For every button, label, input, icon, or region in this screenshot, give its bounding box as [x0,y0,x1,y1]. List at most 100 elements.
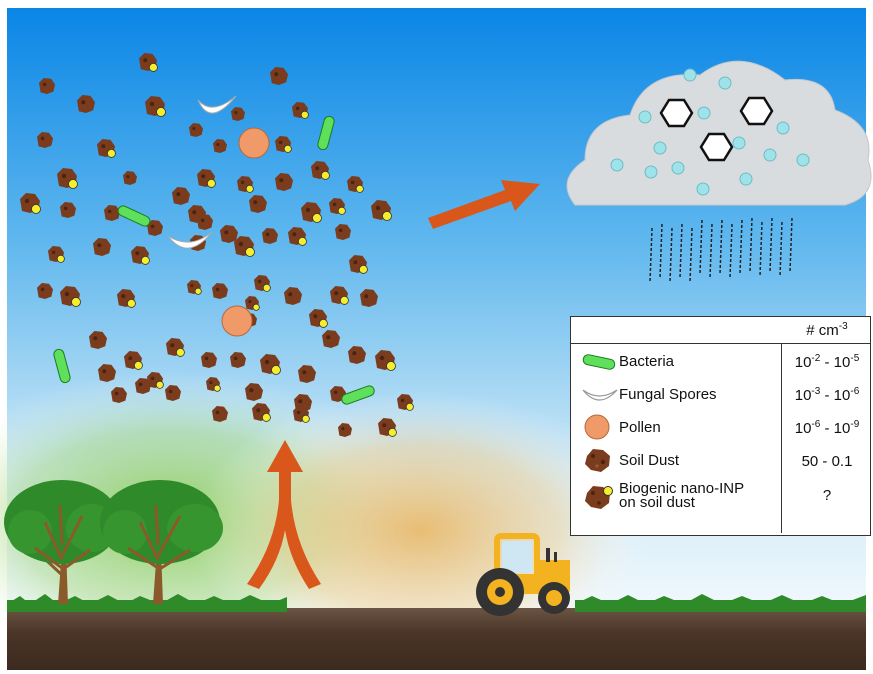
nano-inp-particle [375,350,396,371]
legend-label: Soil Dust [619,452,680,469]
fungal-spore-particle [197,95,237,114]
nano-inp-particle [293,406,310,423]
dust-haze [190,390,650,670]
soil-dust-particle [60,202,76,218]
soil-dust-particle [360,289,378,307]
legend-row-soil-dust: Soil Dust 50 - 0.1 [571,444,870,476]
soil-dust-particle [213,139,227,153]
nano-inp-particle [309,309,328,328]
soil-dust-particle [172,187,190,205]
soil-dust-particle [348,346,366,364]
legend-row-fungal-spores: Fungal Spores 10-3 - 10-6 [571,378,870,410]
nano-inp-particle [206,377,221,392]
nano-inp-particle [301,202,322,223]
bacteria-particle [53,348,71,384]
pollen-particle [238,127,270,159]
soil-dust-particle [231,107,245,121]
soil-dust-particle [189,123,203,137]
nano-inp-particle [245,296,260,311]
nano-inp-particle [288,227,307,246]
nano-inp-icon [585,486,613,509]
fungal-spore-particle [167,231,213,249]
soil-dust-particle [104,205,120,221]
legend-value: 10-2 - 10-5 [794,353,860,371]
soil-dust-particle [77,95,95,113]
aerosol-particles [20,53,414,437]
soil-dust-particle [39,78,55,94]
ground [7,608,866,670]
nano-inp-particle [117,289,136,308]
soil-dust-particle [298,365,316,383]
soil-dust-particle [245,383,263,401]
legend-value: ? [822,487,832,504]
nano-inp-particle [48,246,65,263]
nano-inp-particle [254,275,271,292]
legend-header-divider [571,343,870,344]
soil-dust-particle [284,287,302,305]
bacteria-particle [317,115,335,151]
soil-dust-particle [135,378,151,394]
nano-inp-particle [97,139,116,158]
soil-dust-particle [98,364,116,382]
legend-label-line2: on soil dust [619,494,695,511]
soil-dust-particle [249,195,267,213]
pollen-particle [221,305,253,337]
soil-dust-particle [212,406,228,422]
nano-inp-particle [311,161,330,180]
nano-inp-particle [139,53,158,72]
nano-inp-particle [124,351,143,370]
legend-label: Pollen [619,419,661,436]
legend-value: 10-6 - 10-9 [794,419,860,437]
soil-dust-particle [262,228,278,244]
precipitation [649,217,793,283]
nano-inp-particle [237,176,254,193]
legend-value: 50 - 0.1 [801,453,853,470]
legend-label: Bacteria [619,353,675,370]
nano-inp-particle [378,418,397,437]
nano-inp-particle [131,246,150,265]
soil-dust-particle [212,283,228,299]
soil-dust-particle [123,171,137,185]
soil-dust-particle [338,423,352,437]
legend-value: 10-3 - 10-6 [794,386,860,404]
cloud-droplets [610,68,810,196]
soil-dust-particle [147,220,163,236]
bacteria-particle [341,385,375,405]
legend-unit-header: # cm-3 [806,321,848,339]
bacteria-particle [117,205,151,227]
soil-dust-particle [230,352,246,368]
grass [7,594,866,612]
ice-crystals [659,96,774,162]
soil-dust-particle [37,132,53,148]
soil-dust-particle [93,238,111,256]
nano-inp-particle [197,169,216,188]
nano-inp-particle [187,280,202,295]
soil-dust-particle [197,214,213,230]
legend-row-nano-inp: Biogenic nano-INP on soil dust ? [571,479,870,527]
nano-inp-particle [349,255,368,274]
soil-dust-particle [275,173,293,191]
fungal-spore-icon [582,389,618,401]
legend-label-line1: Biogenic nano-INP [619,480,745,497]
legend-column-divider [781,343,782,533]
soil-dust-icon [585,449,610,472]
nano-inp-particle [260,354,281,375]
pollen-icon [584,414,610,440]
legend-label: Fungal Spores [619,386,717,403]
nano-inp-particle [60,286,81,307]
nano-inp-particle [166,338,185,357]
nano-inp-particle [371,200,392,221]
tree-right [100,480,223,604]
nano-inp-particle [275,136,292,153]
nano-inp-particle [330,286,349,305]
soil-dust-particle [270,67,288,85]
concentration-legend: # cm-3 Bacteria 10-2 - 10-5 Fungal Spore… [570,316,871,536]
nano-inp-particle [57,168,78,189]
soil-dust-particle [111,387,127,403]
nano-inp-particle [20,193,41,214]
soil-dust-particle [37,283,53,299]
upward-arrow [247,440,321,589]
nano-inp-particle [252,403,271,422]
nano-inp-particle [397,394,414,411]
soil-dust-particle [335,224,351,240]
